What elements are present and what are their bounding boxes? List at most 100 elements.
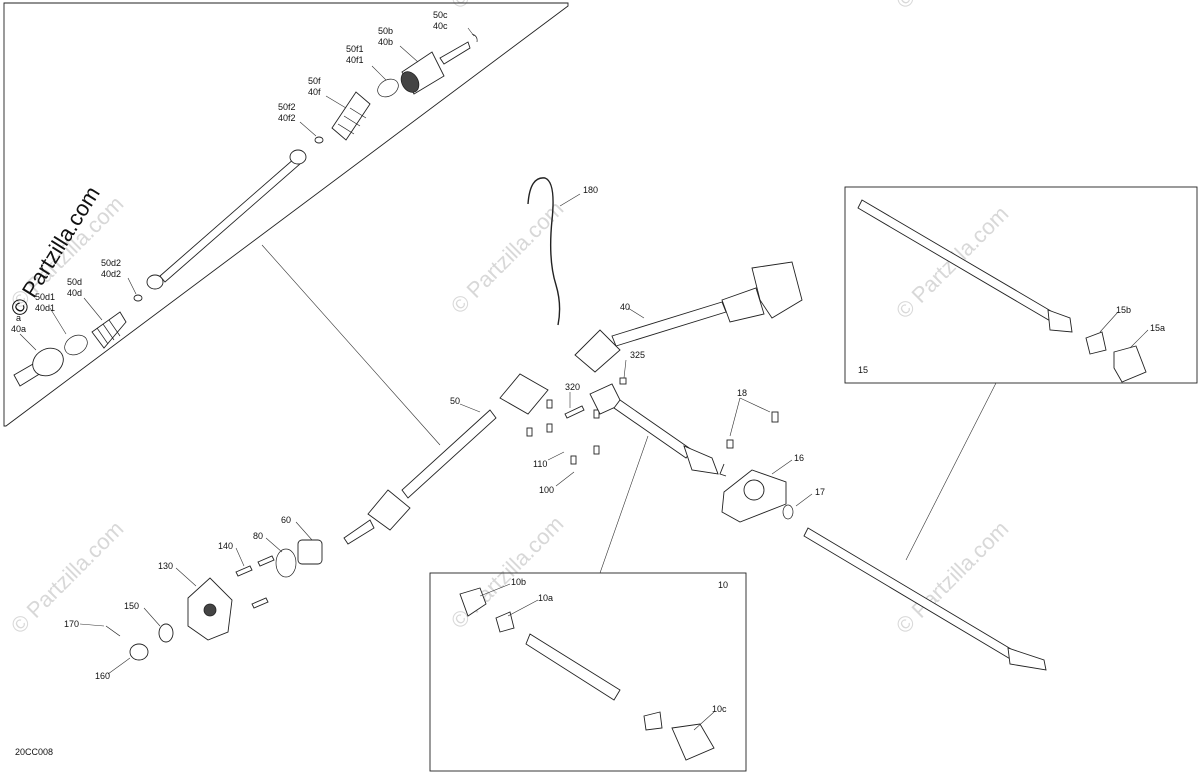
- leader: [235, 547, 245, 567]
- callout-40f1: 40f1: [346, 55, 364, 65]
- bolt: [546, 423, 553, 433]
- callout-leaders: [19, 27, 1149, 731]
- castle-nut: [129, 643, 149, 661]
- leader: [739, 397, 771, 413]
- box-15-leader: [905, 382, 997, 561]
- callout-170: 170: [64, 619, 79, 629]
- u-joint: [1007, 647, 1047, 671]
- cable: [527, 177, 561, 326]
- cv-boot: [331, 91, 371, 141]
- bolt: [564, 405, 585, 419]
- fasteners: [526, 377, 627, 465]
- bearing-ring: [743, 479, 765, 501]
- panel-leader: [261, 244, 441, 446]
- small-clamp: [133, 294, 143, 302]
- cross: [643, 711, 663, 731]
- yoke-10b: [459, 587, 487, 617]
- bolt: [570, 455, 577, 465]
- cv-boot: [367, 489, 411, 531]
- callout-15a: 15a: [1150, 323, 1165, 333]
- callout-50f: 50f: [308, 76, 321, 86]
- callout-40b: 40b: [378, 37, 393, 47]
- callout-40: 40: [620, 302, 630, 312]
- leader: [1129, 329, 1149, 349]
- cross-15b: [1085, 331, 1107, 355]
- leader: [459, 403, 481, 413]
- watermarks: © Partzilla.com © Partzilla.com © Partzi…: [6, 0, 1014, 639]
- callout-100: 100: [539, 485, 554, 495]
- leader: [479, 583, 511, 597]
- housing-opening: [400, 71, 420, 93]
- leader: [295, 521, 313, 541]
- callout-160: 160: [95, 671, 110, 681]
- bolt: [546, 399, 553, 409]
- shaft-15: [857, 199, 1057, 323]
- shaft-10: [525, 633, 621, 701]
- spline-stub: [343, 519, 375, 545]
- cv-boot: [499, 373, 549, 415]
- cv-boot: [721, 287, 765, 323]
- leader: [79, 623, 105, 627]
- cross-10a: [495, 611, 515, 633]
- bolt: [235, 565, 253, 577]
- watermark: © Partzilla.com: [891, 0, 1014, 14]
- callout-40d: 40d: [67, 288, 82, 298]
- leader: [83, 297, 103, 321]
- watermark: © Partzilla.com: [446, 0, 569, 14]
- callout-50a: a: [16, 313, 21, 323]
- callout-40f2: 40f2: [278, 113, 296, 123]
- washer: [158, 623, 174, 643]
- circlip: [471, 33, 478, 43]
- exploded-view-panel: [3, 2, 569, 427]
- propshaft-tube: [613, 399, 693, 459]
- callout-15: 15: [858, 365, 868, 375]
- detail-10-parts: [459, 587, 715, 761]
- u-joint: [683, 445, 719, 475]
- leader: [19, 333, 37, 351]
- yoke: [1047, 309, 1073, 333]
- front-propshaft: [589, 383, 1047, 671]
- leader: [107, 657, 131, 675]
- callout-50d2: 50d2: [101, 258, 121, 268]
- leader: [299, 121, 317, 137]
- callout-10b: 10b: [511, 577, 526, 587]
- outer-cv-joint: [32, 347, 64, 377]
- leader: [547, 451, 565, 461]
- leader: [49, 307, 67, 335]
- cv-housing: [574, 329, 621, 373]
- detail-box-15: [844, 186, 1198, 384]
- diagram-code: 20CC008: [15, 747, 53, 757]
- callout-50f2: 50f2: [278, 102, 296, 112]
- bolt: [593, 445, 600, 455]
- callout-40f: 40f: [308, 87, 321, 97]
- leader: [627, 307, 645, 319]
- watermark: © Partzilla.com: [446, 196, 569, 319]
- small-clamp: [314, 136, 324, 144]
- leader: [399, 45, 419, 63]
- callout-60: 60: [281, 515, 291, 525]
- leader: [127, 277, 137, 295]
- callout-50: 50: [450, 396, 460, 406]
- exploded-half-shaft: [13, 33, 478, 387]
- hub-center: [203, 603, 217, 617]
- leader: [771, 459, 793, 475]
- callout-17: 17: [815, 487, 825, 497]
- shaft-50: [401, 409, 497, 499]
- cotter-pin: [105, 625, 121, 637]
- leader: [325, 95, 347, 109]
- callout-50b: 50b: [378, 26, 393, 36]
- circlip: [782, 504, 794, 520]
- tripod-spider: [289, 149, 307, 165]
- bolt: [257, 555, 275, 567]
- bolt: [526, 427, 533, 437]
- wheel-flange: [751, 261, 803, 319]
- leader: [795, 493, 813, 507]
- callout-320: 320: [565, 382, 580, 392]
- callout-110: 110: [533, 459, 547, 469]
- detail-15-parts: [857, 199, 1147, 383]
- callout-10: 10: [718, 580, 728, 590]
- bolt: [251, 597, 269, 609]
- callout-80: 80: [253, 531, 263, 541]
- callout-16: 16: [794, 453, 804, 463]
